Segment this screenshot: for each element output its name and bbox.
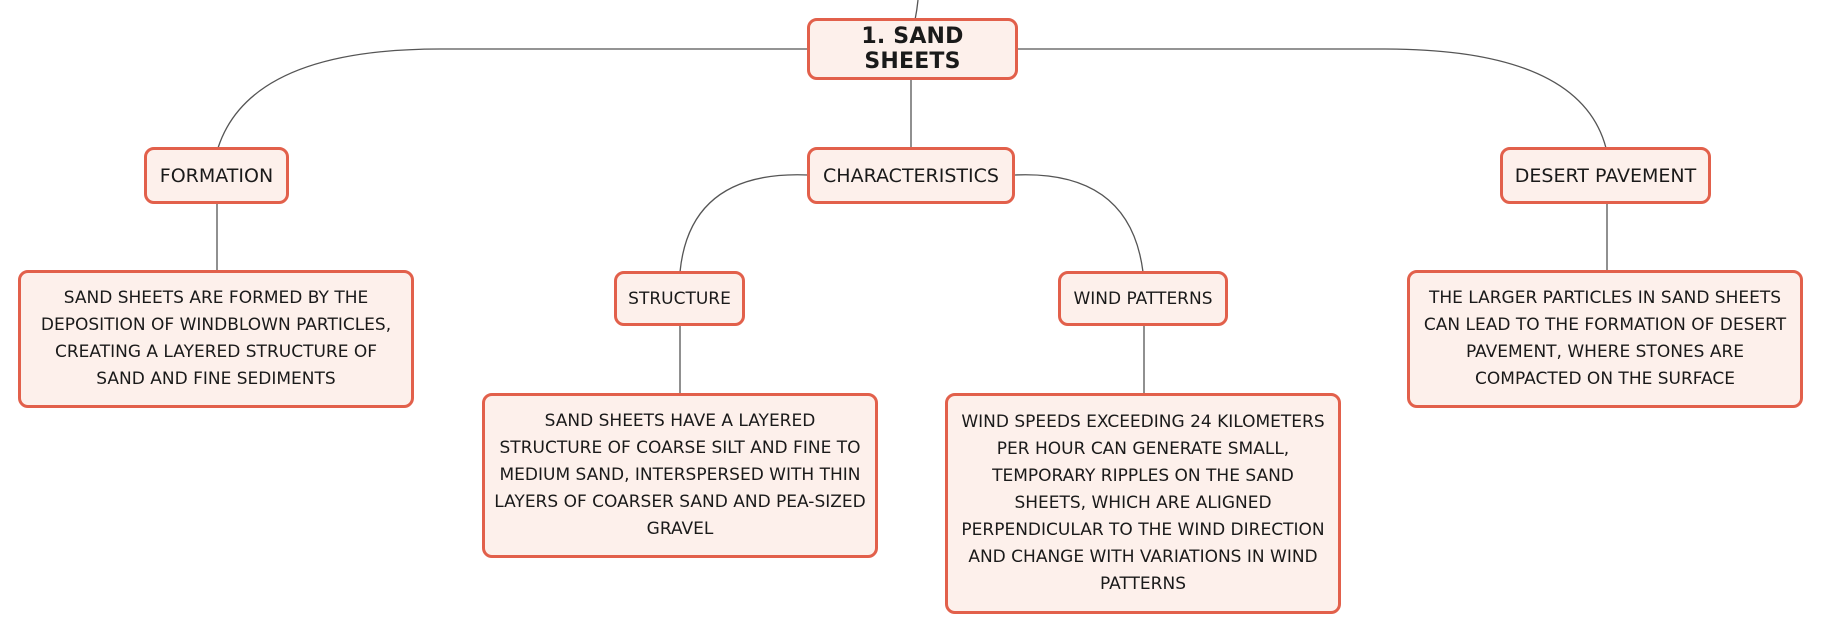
connector-incoming-root <box>914 0 919 21</box>
desert-pavement-detail-node[interactable]: THE LARGER PARTICLES IN SAND SHEETS CAN … <box>1407 270 1803 408</box>
desert-pavement-node[interactable]: DESERT PAVEMENT <box>1500 147 1711 204</box>
wind-patterns-detail-text: WIND SPEEDS EXCEEDING 24 KILOMETERS PER … <box>961 412 1325 594</box>
structure-detail-text: SAND SHEETS HAVE A LAYERED STRUCTURE OF … <box>494 411 866 539</box>
desert-pavement-detail-text: THE LARGER PARTICLES IN SAND SHEETS CAN … <box>1423 288 1787 389</box>
root-node[interactable]: 1. SAND SHEETS <box>807 18 1018 80</box>
structure-node[interactable]: STRUCTURE <box>614 271 745 326</box>
wind-patterns-node[interactable]: WIND PATTERNS <box>1058 271 1228 326</box>
connector-characteristics-wind-patterns <box>1014 174 1144 273</box>
structure-label: STRUCTURE <box>628 288 731 309</box>
formation-detail-text: SAND SHEETS ARE FORMED BY THE DEPOSITION… <box>40 288 392 389</box>
connector-root-formation <box>217 48 808 149</box>
structure-detail-node[interactable]: SAND SHEETS HAVE A LAYERED STRUCTURE OF … <box>482 393 878 558</box>
characteristics-node[interactable]: CHARACTERISTICS <box>807 147 1015 204</box>
connector-characteristics-structure <box>679 174 809 273</box>
wind-patterns-detail-node[interactable]: WIND SPEEDS EXCEEDING 24 KILOMETERS PER … <box>945 393 1341 614</box>
connector-root-desert-pavement <box>1018 48 1607 149</box>
characteristics-label: CHARACTERISTICS <box>823 164 999 187</box>
formation-label: FORMATION <box>159 164 274 187</box>
root-label: 1. SAND SHEETS <box>861 24 964 74</box>
formation-detail-node[interactable]: SAND SHEETS ARE FORMED BY THE DEPOSITION… <box>18 270 414 408</box>
wind-patterns-label: WIND PATTERNS <box>1073 288 1213 309</box>
desert-pavement-label: DESERT PAVEMENT <box>1514 164 1697 187</box>
formation-node[interactable]: FORMATION <box>144 147 289 204</box>
